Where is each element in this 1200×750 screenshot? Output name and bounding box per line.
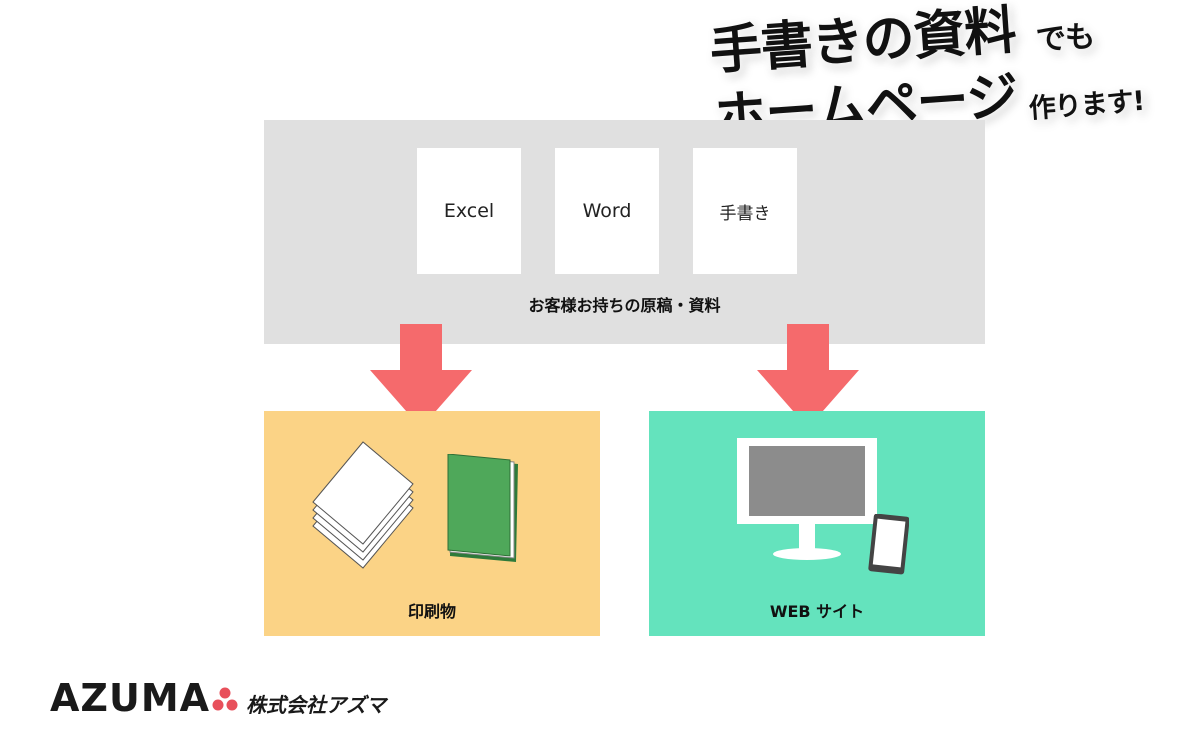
web-output-label: WEB サイト: [769, 602, 865, 621]
paper-stack-icon: [312, 441, 414, 569]
document-card-word: Word: [555, 148, 659, 274]
company-name: 株式会社アズマ: [246, 693, 386, 717]
book-icon: [447, 454, 518, 562]
document-label: Excel: [443, 200, 495, 222]
company-logo-icon: [212, 687, 238, 711]
source-panel-caption: お客様お持ちの原稿・資料: [528, 296, 721, 315]
document-label: 手書き: [719, 203, 771, 224]
arrow-down-right: [757, 324, 859, 428]
document-label: Word: [582, 200, 632, 222]
print-output-label: 印刷物: [407, 602, 456, 621]
headline-line2-small: 作ります!: [1027, 85, 1146, 125]
smartphone-icon: [868, 514, 909, 575]
document-card-excel: Excel: [417, 148, 521, 274]
monitor-icon: [737, 438, 877, 560]
headline-line1-small: でも: [1034, 19, 1096, 59]
arrow-down-left: [370, 324, 472, 428]
document-card-handwritten: 手書き: [693, 148, 797, 274]
azuma-logo: AZUMA: [50, 676, 211, 720]
